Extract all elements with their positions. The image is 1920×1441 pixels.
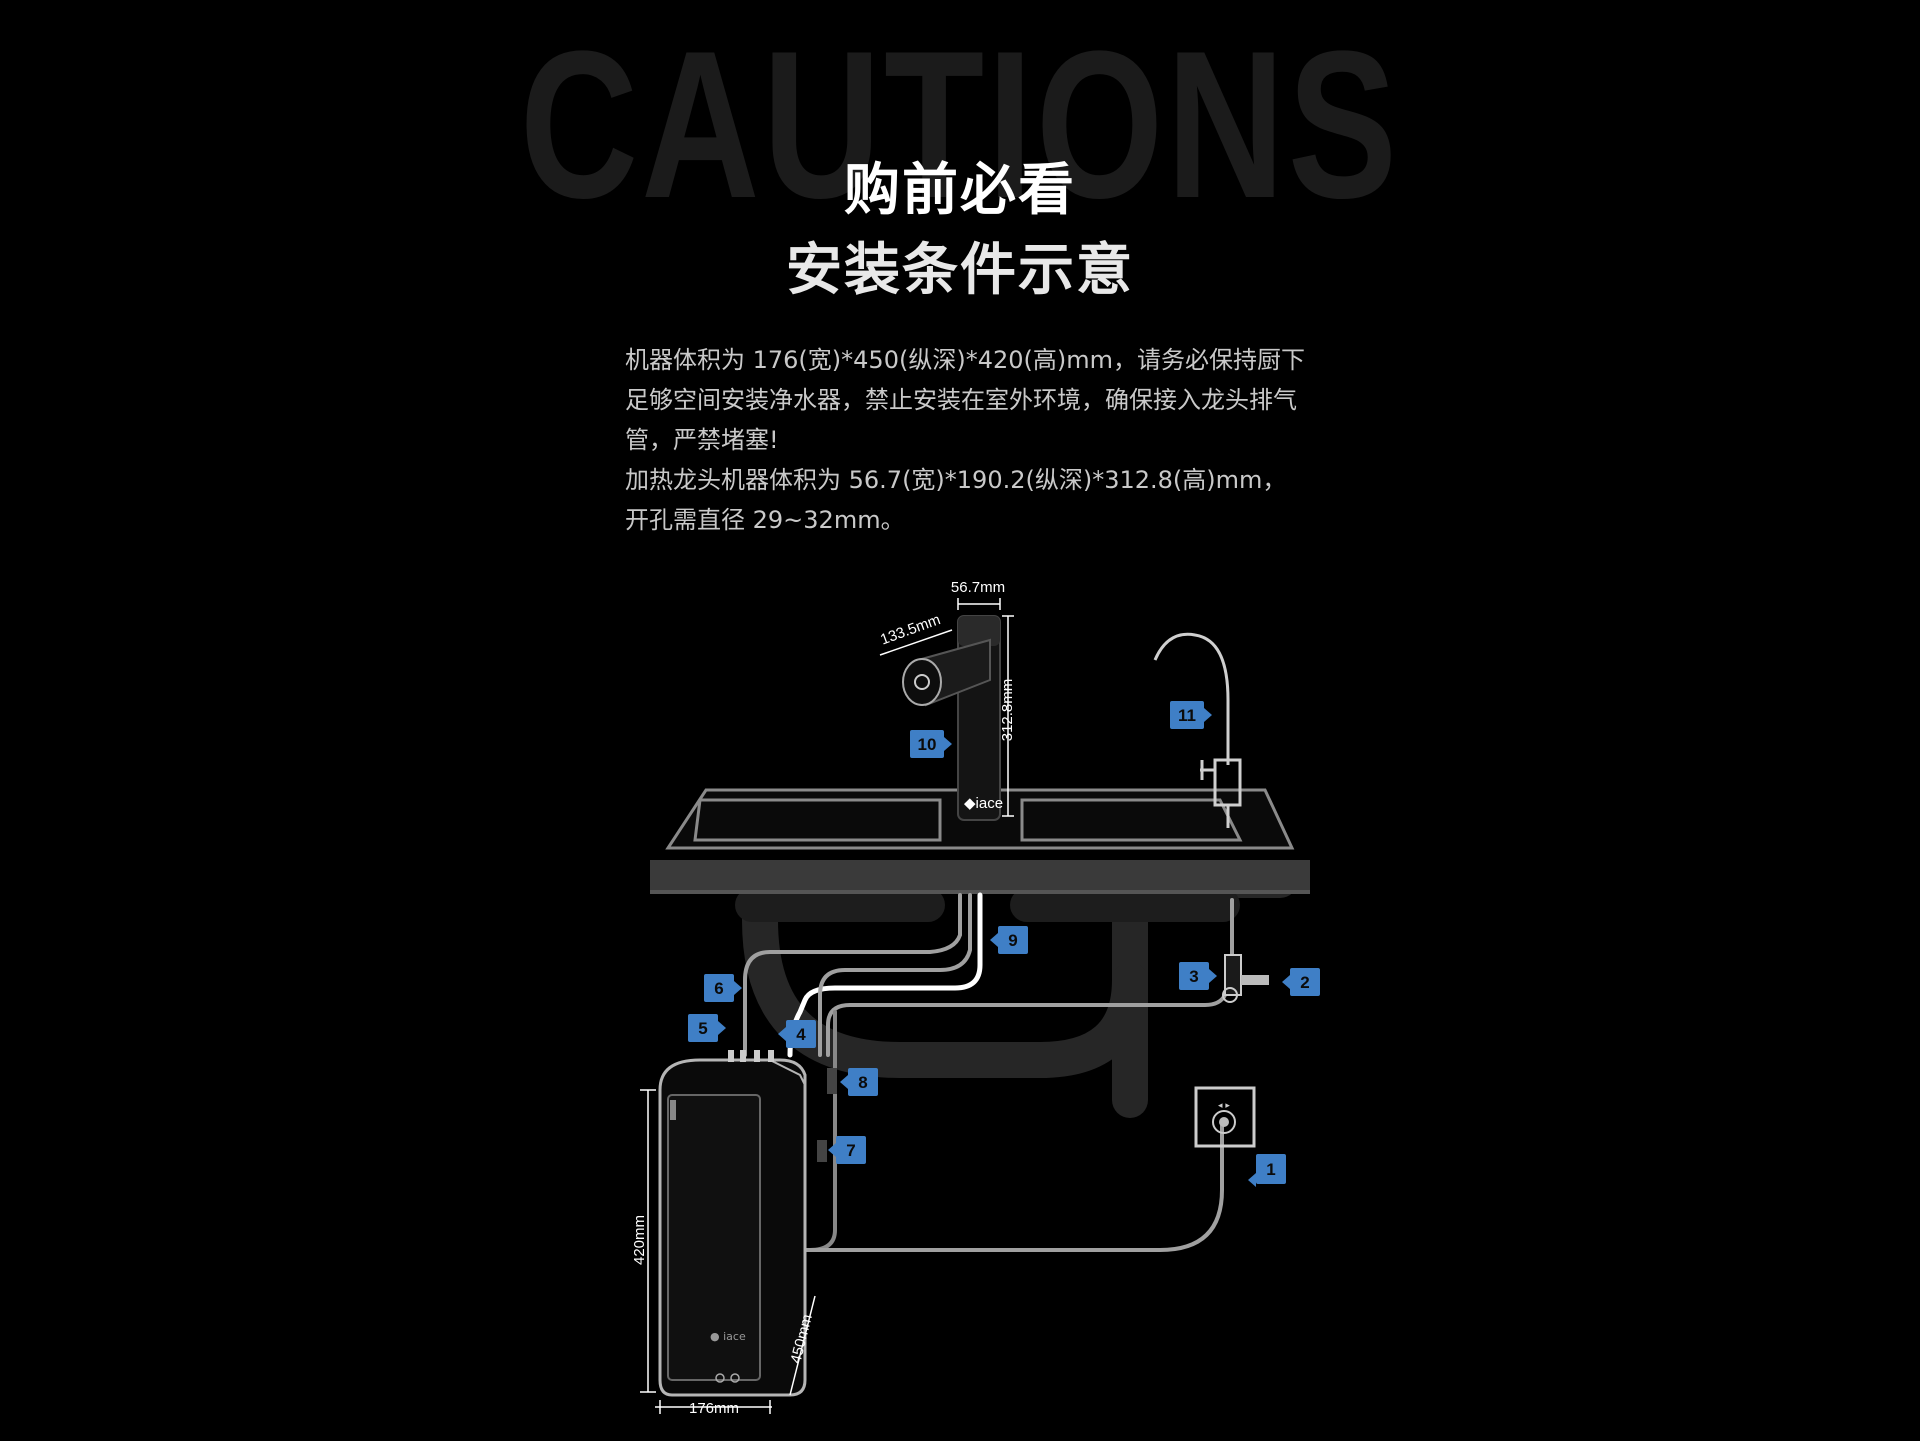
faucet-width-label: 56.7mm [951,579,1005,596]
svg-text:8: 8 [858,1073,867,1092]
filter-joint-7 [817,1140,827,1162]
callout-2: 2 [1282,968,1320,996]
callout-5: 5 [688,1014,726,1042]
svg-text:1: 1 [1266,1160,1275,1179]
filter-joint-8 [827,1068,837,1094]
sink-bowl-underside-right [1010,888,1240,922]
description-paragraph-2: 加热龙头机器体积为 56.7(宽)*190.2(纵深)*312.8(高)mm，开… [625,466,1287,534]
ro-faucet [1153,632,1242,828]
callout-1: 1 [1248,1154,1286,1187]
angle-valve [1222,954,1269,1003]
faucet-height-label: 312.8mm [999,679,1016,742]
unit-width-label: 176mm [689,1400,739,1417]
description: 机器体积为 176(宽)*450(纵深)*420(高)mm，请务必保持厨下足够空… [625,340,1305,540]
svg-text:◂ ▸: ◂ ▸ [1218,1101,1230,1111]
callout-9: 9 [990,926,1028,954]
heating-faucet: ◆iace [902,615,1003,821]
sink-bowl-underside-left [735,888,945,922]
svg-text:7: 7 [846,1141,855,1160]
description-paragraph-1: 机器体积为 176(宽)*450(纵深)*420(高)mm，请务必保持厨下足够空… [625,346,1305,454]
page-title: 购前必看 [844,158,1076,223]
unit-height-label: 420mm [631,1215,648,1265]
wall-socket: ◂ ▸ [1194,1086,1256,1148]
callout-10: 10 [910,730,952,758]
callout-4: 4 [778,1020,816,1048]
svg-text:6: 6 [714,979,723,998]
svg-text:9: 9 [1008,931,1017,950]
svg-text:5: 5 [698,1019,707,1038]
svg-text:11: 11 [1178,706,1196,725]
svg-text:4: 4 [796,1025,806,1044]
unit-dimension-lines [640,1089,816,1414]
callout-6: 6 [704,974,742,1002]
callout-8: 8 [840,1068,878,1096]
callout-7: 7 [828,1136,866,1164]
background-word: CAUTIONS [519,7,1401,242]
callout-3: 3 [1179,962,1217,990]
svg-text:● iace: ● iace [710,1330,746,1343]
svg-text:3: 3 [1189,967,1198,986]
page-subtitle: 安装条件示意 [786,238,1134,303]
faucet-spout-label: 133.5mm [878,611,943,648]
svg-text:10: 10 [918,735,937,754]
callout-11: 11 [1170,701,1212,729]
svg-text:2: 2 [1300,973,1309,992]
faucet-dimension-lines [879,598,1014,817]
purifier-unit: ● iace [658,1050,807,1397]
svg-text:◆iace: ◆iace [964,795,1003,812]
